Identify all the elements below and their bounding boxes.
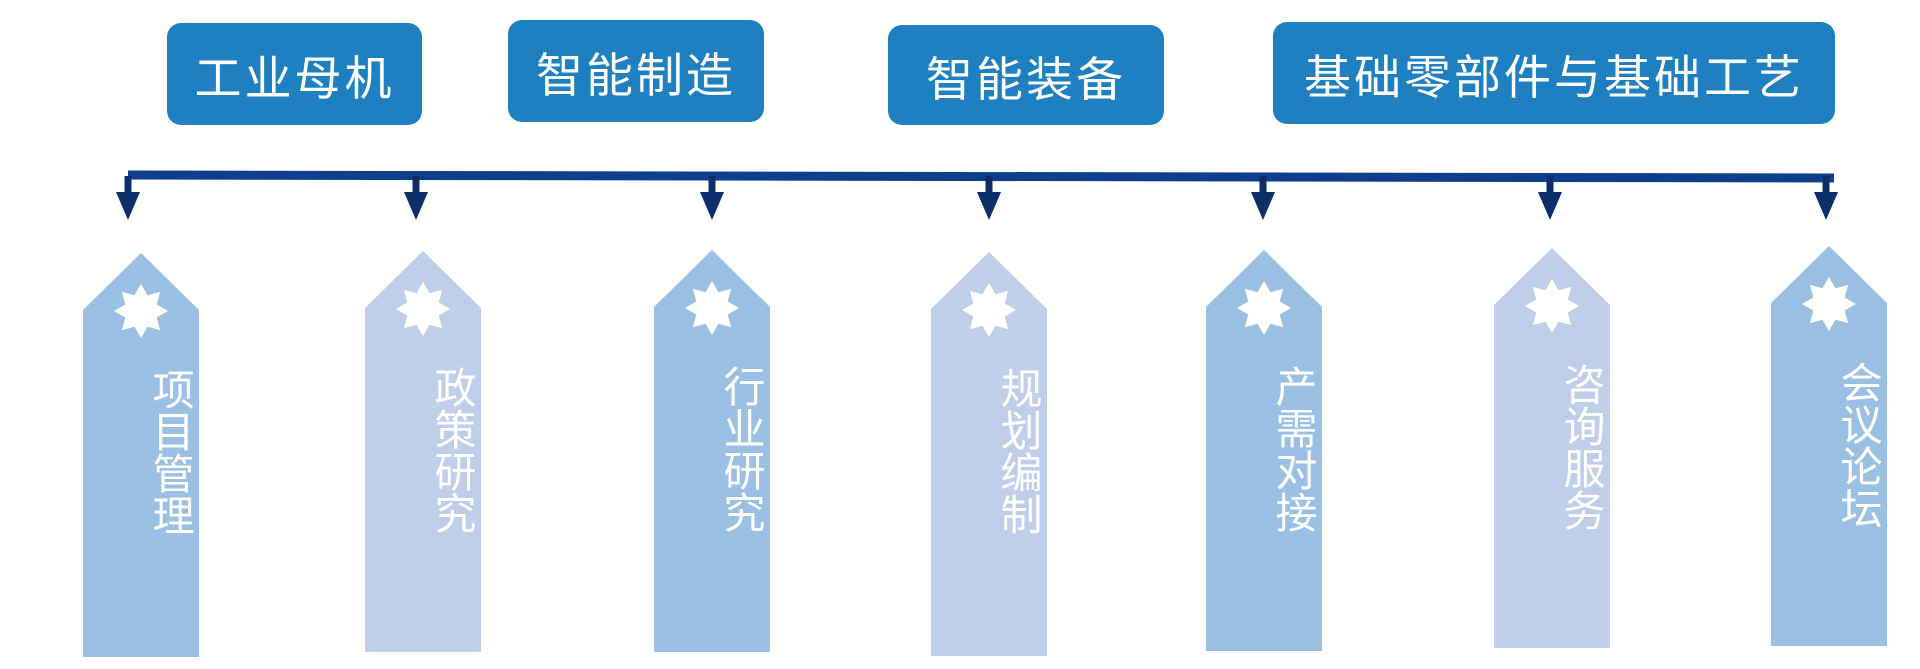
arrow-group — [116, 176, 1838, 220]
service-label: 咨询服务 — [1494, 363, 1610, 531]
category-label: 工业母机 — [194, 51, 395, 107]
star-icon — [1802, 277, 1856, 331]
pillar-shape — [365, 251, 481, 652]
star-icon — [114, 284, 168, 338]
pillar-shape — [1206, 250, 1322, 651]
service-pillar: 行业研究 — [654, 0, 770, 669]
service-pillar: 政策研究 — [365, 0, 481, 669]
service-label-text: 项目管理 — [146, 368, 195, 536]
service-pillar: 规划编制 — [931, 0, 1047, 669]
star-icon — [1237, 281, 1291, 335]
service-pillar: 会议论坛 — [1771, 0, 1887, 669]
arrow-down-icon — [404, 176, 428, 220]
arrow-down-icon — [977, 176, 1001, 220]
category-label: 智能装备 — [926, 52, 1126, 108]
pillar-shape — [654, 250, 770, 652]
service-label-text: 规划编制 — [994, 367, 1043, 535]
category-label: 基础零部件与基础工艺 — [1304, 50, 1804, 106]
service-label: 政策研究 — [365, 366, 481, 534]
service-label-text: 产需对接 — [1269, 365, 1318, 533]
star-icon — [396, 282, 450, 336]
service-pillar: 项目管理 — [83, 0, 199, 669]
service-label: 行业研究 — [654, 365, 770, 533]
star-icon — [685, 281, 739, 335]
category-box-machine-tools: 工业母机 — [167, 23, 422, 125]
star-icon — [1525, 279, 1579, 333]
service-label-text: 行业研究 — [717, 365, 766, 533]
service-label-text: 会议论坛 — [1834, 361, 1883, 529]
arrow-down-icon — [116, 176, 140, 220]
service-label-text: 咨询服务 — [1557, 363, 1606, 531]
service-label: 会议论坛 — [1771, 361, 1887, 529]
service-label: 项目管理 — [83, 368, 199, 536]
service-label: 产需对接 — [1206, 365, 1322, 533]
service-pillar: 咨询服务 — [1494, 0, 1610, 669]
service-label: 规划编制 — [931, 367, 1047, 535]
arrow-down-icon — [1814, 176, 1838, 220]
star-icon — [962, 283, 1016, 337]
service-pillar: 产需对接 — [1206, 0, 1322, 669]
pillar-shape — [1771, 246, 1887, 646]
arrow-down-icon — [1538, 176, 1562, 220]
arrow-down-icon — [700, 176, 724, 220]
category-label: 智能制造 — [536, 48, 736, 104]
category-box-intelligent-manufacturing: 智能制造 — [508, 20, 764, 122]
pillar-shape — [1494, 248, 1610, 648]
category-box-basic-components: 基础零部件与基础工艺 — [1273, 22, 1835, 124]
pillar-shape — [83, 253, 199, 657]
service-label-text: 政策研究 — [428, 366, 477, 534]
category-box-intelligent-equipment: 智能装备 — [888, 25, 1164, 125]
pillar-shape — [931, 252, 1047, 656]
arrow-down-icon — [1251, 176, 1275, 220]
